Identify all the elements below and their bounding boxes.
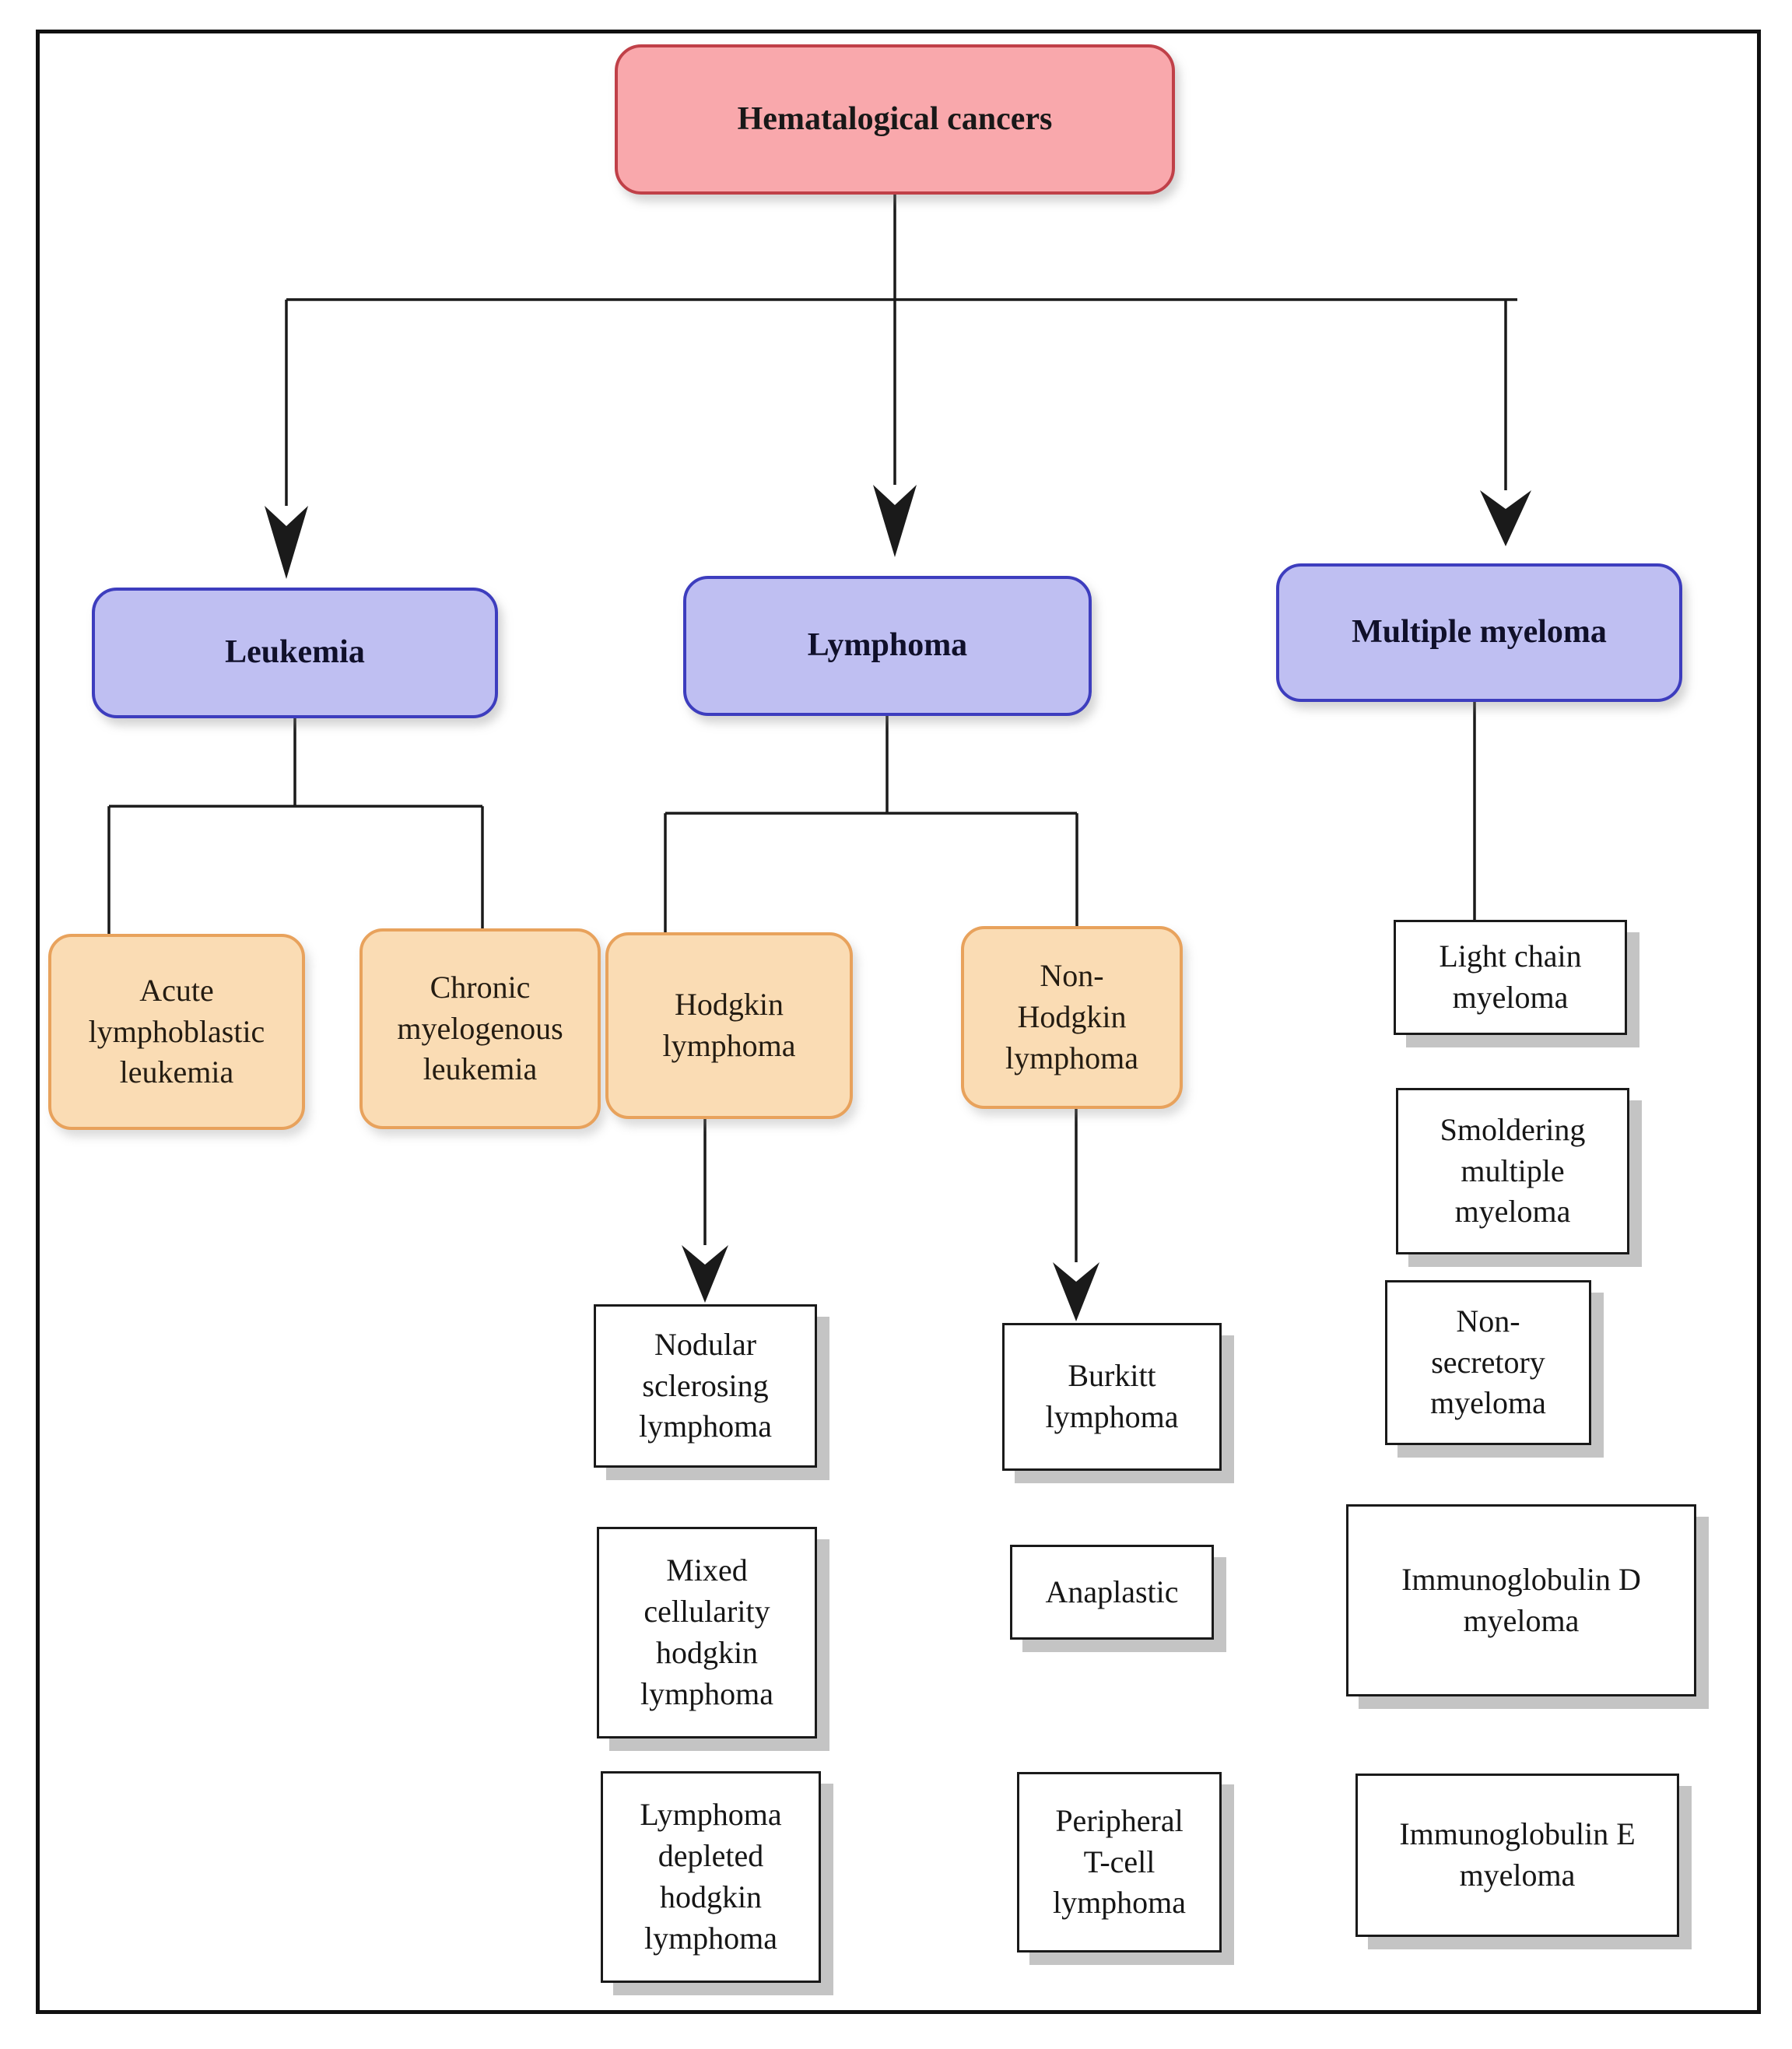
root-stem-line [285, 195, 1517, 506]
node-immunoglobulin-e-myeloma: Immunoglobulin E myeloma [1355, 1774, 1679, 1937]
outer-frame [36, 30, 1761, 2014]
arrowhead-to-nodular [682, 1245, 728, 1303]
leukemia-branch-line [107, 718, 484, 934]
node-label: Anaplastic [1045, 1574, 1179, 1609]
node-label: Burkitt lymphoma [1045, 1358, 1179, 1434]
node-lymphoma-depleted-hodgkin-lymphoma: Lymphoma depleted hodgkin lymphoma [601, 1771, 821, 1983]
node-label: Chronic myelogenous leukemia [397, 969, 563, 1087]
node-label: Immunoglobulin E myeloma [1399, 1816, 1636, 1893]
node-light-chain-myeloma: Light chain myeloma [1394, 920, 1627, 1035]
arrowhead-to-lymphoma [873, 485, 917, 557]
node-label: Smoldering multiple myeloma [1440, 1111, 1586, 1230]
node-burkitt-lymphoma: Burkitt lymphoma [1002, 1323, 1222, 1471]
node-label: Lymphoma [807, 627, 968, 664]
node-label: Immunoglobulin D myeloma [1401, 1561, 1641, 1638]
node-mixed-cellularity-hodgkin-lymphoma: Mixed cellularity hodgkin lymphoma [597, 1527, 817, 1738]
node-label: Non- secretory myeloma [1430, 1303, 1546, 1421]
node-label: Acute lymphoblastic leukemia [88, 972, 265, 1090]
node-label: Light chain myeloma [1439, 939, 1582, 1015]
node-label: Non- Hodgkin lymphoma [1005, 958, 1139, 1075]
node-non-secretory-myeloma: Non- secretory myeloma [1385, 1280, 1591, 1445]
node-multiple-myeloma: Multiple myeloma [1276, 563, 1682, 702]
arrowhead-to-leukemia [265, 506, 308, 579]
lymphoma-branch-line [664, 716, 1078, 932]
node-hematological-cancers: Hematalogical cancers [615, 44, 1175, 195]
node-label: Lymphoma depleted hodgkin lymphoma [640, 1797, 782, 1956]
node-label: Hematalogical cancers [737, 100, 1053, 137]
node-label: Hodgkin lymphoma [662, 987, 796, 1063]
node-smoldering-multiple-myeloma: Smoldering multiple myeloma [1396, 1088, 1629, 1254]
arrowhead-to-burkitt [1053, 1262, 1099, 1321]
node-acute-lymphoblastic-leukemia: Acute lymphoblastic leukemia [48, 934, 305, 1130]
node-nodular-sclerosing-lymphoma: Nodular sclerosing lymphoma [594, 1304, 817, 1468]
node-hodgkin-lymphoma: Hodgkin lymphoma [605, 932, 853, 1119]
node-label: Mixed cellularity hodgkin lymphoma [640, 1553, 774, 1711]
node-anaplastic: Anaplastic [1010, 1545, 1214, 1640]
node-chronic-myelogenous-leukemia: Chronic myelogenous leukemia [359, 928, 601, 1129]
node-label: Multiple myeloma [1352, 614, 1607, 651]
node-label: Leukemia [225, 634, 365, 671]
node-lymphoma: Lymphoma [683, 576, 1092, 716]
node-label: Nodular sclerosing lymphoma [638, 1326, 773, 1444]
node-peripheral-t-cell-lymphoma: Peripheral T-cell lymphoma [1017, 1772, 1222, 1953]
arrowhead-to-myeloma [1480, 490, 1531, 546]
node-leukemia: Leukemia [92, 588, 498, 718]
node-immunoglobulin-d-myeloma: Immunoglobulin D myeloma [1346, 1504, 1696, 1696]
node-non-hodgkin-lymphoma: Non- Hodgkin lymphoma [961, 926, 1183, 1109]
node-label: Peripheral T-cell lymphoma [1052, 1802, 1187, 1921]
